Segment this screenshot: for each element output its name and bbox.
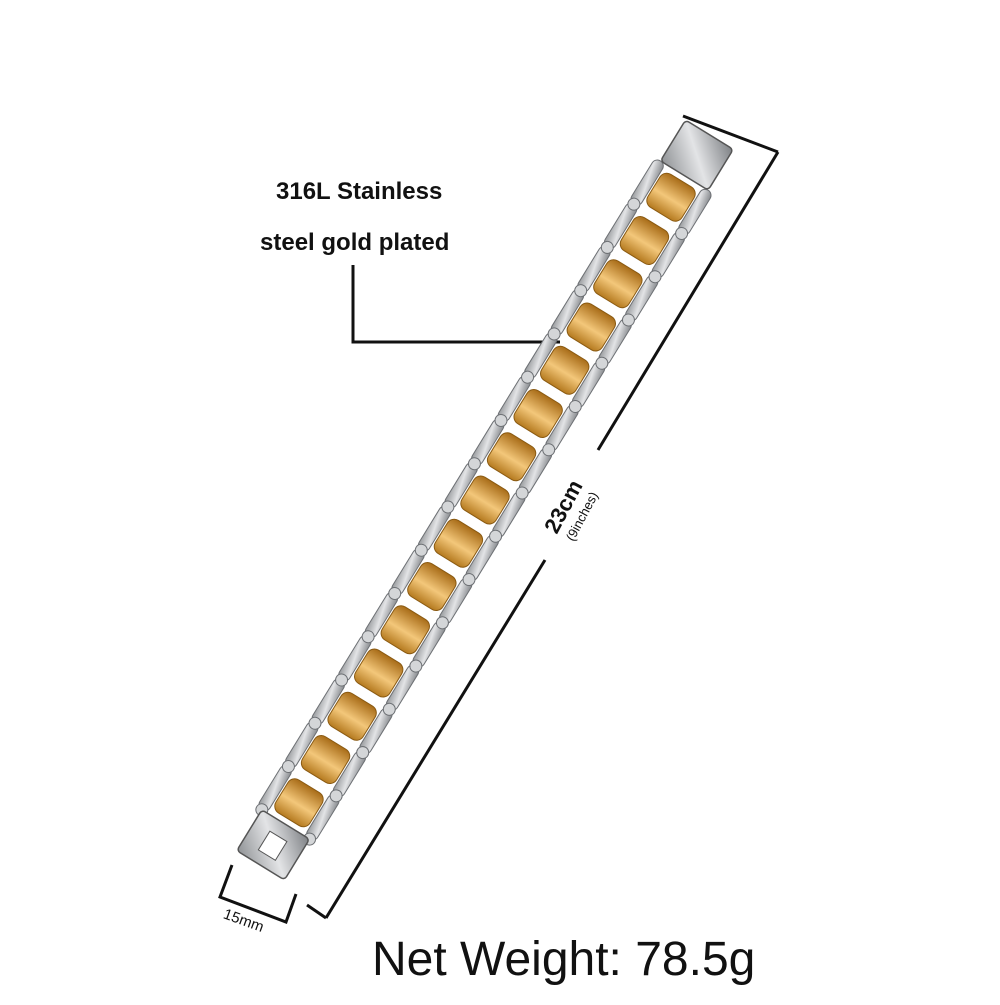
rivet [621,313,635,327]
rivet [382,702,396,716]
rivet [542,443,556,457]
gold-link [327,691,377,741]
material-callout-line1: 316L Stainless [276,178,443,205]
rivet [494,413,508,427]
rivet [435,616,449,630]
rivet [441,500,455,514]
gold-link [407,562,457,611]
rivet [462,573,476,587]
callout-leader-line [351,265,560,344]
gold-link [486,432,537,482]
gold-link [354,648,404,698]
net-weight-label: Net Weight: 78.5g [372,933,756,986]
rivet [308,716,322,730]
rivet [329,789,343,803]
rivet [388,586,402,600]
width-label: 15mm [221,906,266,936]
rivet [595,356,609,370]
rivet [648,270,662,284]
gold-link [433,518,484,568]
material-callout-line2: steel gold plated [260,229,450,256]
bike-chain-bracelet [237,120,733,880]
gold-link [566,302,616,352]
rivet [627,197,641,211]
gold-link [513,389,563,438]
gold-link [593,259,643,309]
rivet [574,284,588,298]
gold-link [646,172,696,222]
gold-link [540,345,590,395]
rivet [361,630,375,644]
gold-link [460,475,510,525]
gold-link [619,215,670,265]
rivet [489,529,503,543]
rivet [281,760,295,774]
rivet [600,240,614,254]
clasp-end [661,120,733,190]
gold-link [380,605,430,655]
rivet [409,659,423,673]
clasp-slot [257,830,288,862]
rivet [414,543,428,557]
rivet [335,673,349,687]
gold-link [274,778,324,828]
rivet [675,226,689,240]
rivet [521,370,535,384]
rivet [547,327,561,341]
rivet [568,400,582,414]
rivet [356,746,370,760]
rivet [467,457,481,471]
gold-link [300,735,351,785]
rivet [515,486,529,500]
